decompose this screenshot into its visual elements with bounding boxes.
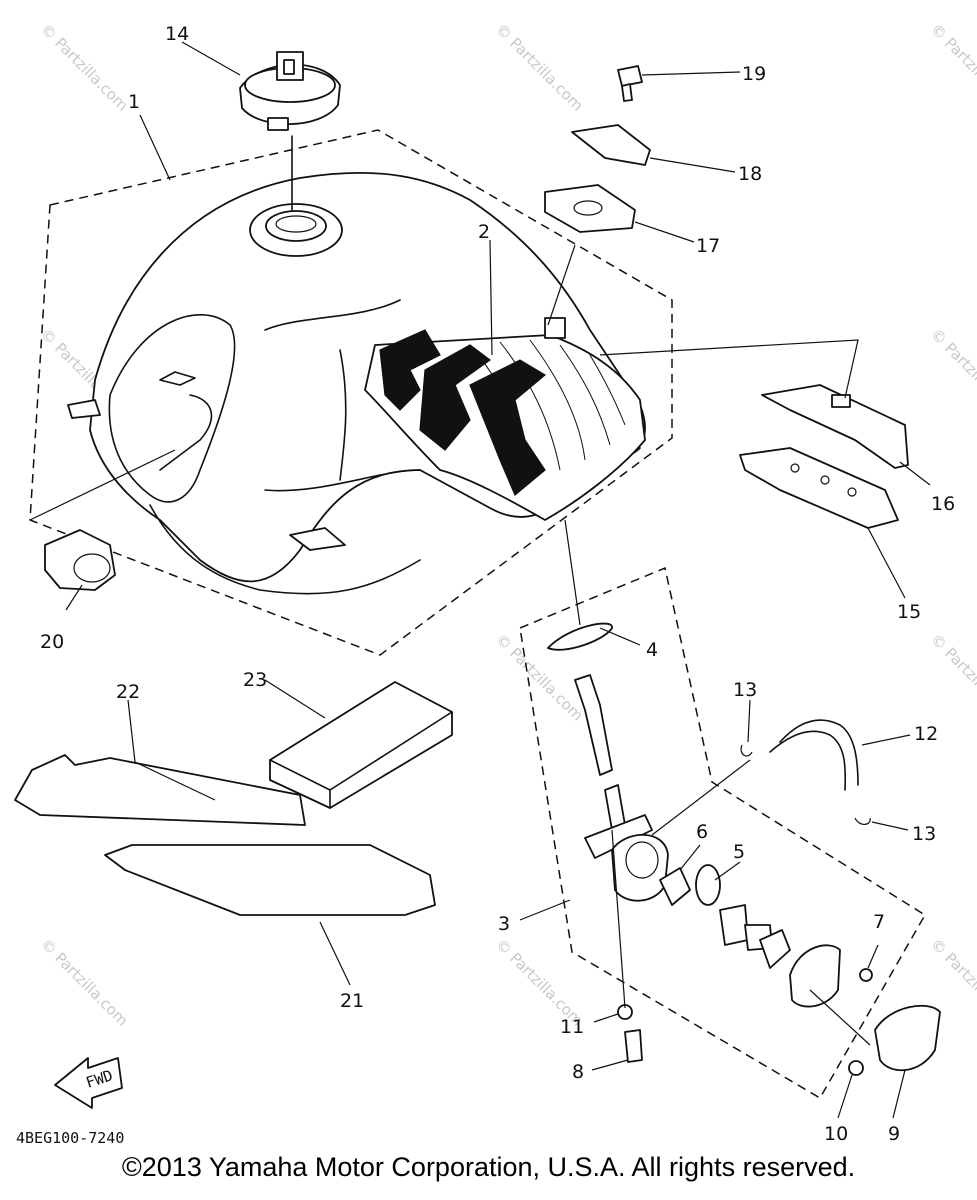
callout-9: 9 <box>888 1123 900 1145</box>
callout-6: 6 <box>696 821 708 843</box>
diagram-code: 4BEG100-7240 <box>16 1129 124 1147</box>
callout-8: 8 <box>572 1061 584 1083</box>
bracket <box>571 124 651 166</box>
callout-19: 19 <box>742 63 766 85</box>
callouts: 1 2 3 4 5 6 7 8 9 10 11 12 13 13 14 15 1… <box>40 23 955 1145</box>
callout-22: 22 <box>116 681 140 703</box>
pad-bottom <box>104 844 436 916</box>
callout-18: 18 <box>738 163 762 185</box>
copyright-notice: ©2013 Yamaha Motor Corporation, U.S.A. A… <box>121 1152 856 1182</box>
callout-15: 15 <box>897 601 921 623</box>
callout-4: 4 <box>646 639 658 661</box>
callout-23: 23 <box>243 669 267 691</box>
damper <box>544 184 636 233</box>
hose-clip <box>740 744 753 757</box>
fwd-arrow-icon: FWD <box>54 1057 123 1109</box>
filler-cap <box>239 51 341 131</box>
callout-1: 1 <box>128 91 140 113</box>
pad <box>269 681 453 809</box>
fuel-hose <box>769 730 847 791</box>
callout-14: 14 <box>165 23 189 45</box>
callout-20: 20 <box>40 631 64 653</box>
fuel-cock <box>574 674 941 1076</box>
tank-decal <box>364 317 646 521</box>
callout-12: 12 <box>914 723 938 745</box>
watermark: © Partzilla.com <box>492 20 587 115</box>
bracket-lower <box>739 447 899 529</box>
watermark: © Partzilla.com <box>927 325 977 420</box>
watermark: © Partzilla.com <box>37 20 132 115</box>
gasket <box>547 622 613 651</box>
callout-3: 3 <box>498 913 510 935</box>
callout-21: 21 <box>340 990 364 1012</box>
callout-16: 16 <box>931 493 955 515</box>
fuel-cock-assembly-box <box>519 566 927 1100</box>
callout-7: 7 <box>873 911 885 933</box>
watermark: © Partzilla.com <box>37 935 132 1030</box>
watermark: © Partzilla.com <box>927 20 977 115</box>
callout-11: 11 <box>560 1016 584 1038</box>
grommet <box>44 529 116 591</box>
callout-2: 2 <box>478 221 490 243</box>
callout-13-top: 13 <box>733 679 757 701</box>
callout-10: 10 <box>824 1123 848 1145</box>
bolt <box>617 65 643 102</box>
callout-13-right: 13 <box>912 823 936 845</box>
callout-17: 17 <box>696 235 720 257</box>
watermark: © Partzilla.com <box>927 630 977 725</box>
pad-left <box>14 754 306 826</box>
leader-lines <box>29 41 931 1119</box>
fuel-hose <box>779 719 859 786</box>
hose-clip <box>854 817 871 825</box>
callout-5: 5 <box>733 841 745 863</box>
